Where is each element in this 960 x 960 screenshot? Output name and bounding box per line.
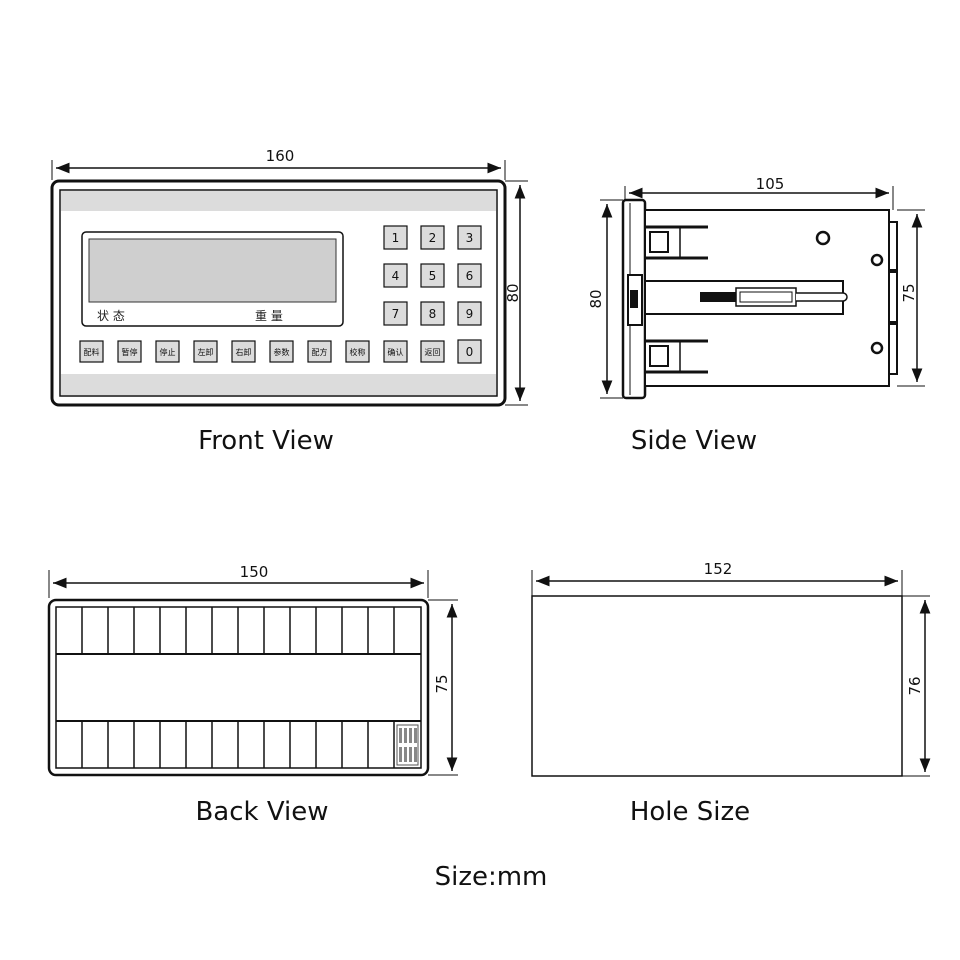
key-6[interactable] (457, 263, 482, 288)
lcd-label-status: 状 态 (97, 309, 125, 323)
key-7[interactable] (383, 301, 408, 326)
side-height-label: 80 (587, 289, 605, 308)
function-key-parameters[interactable] (269, 340, 294, 363)
function-key-back-label: 返回 (425, 348, 441, 357)
key-3[interactable] (457, 225, 482, 250)
mount-hole-middle (870, 253, 884, 267)
back-view: 150 75 (47, 563, 458, 827)
function-key-batching[interactable] (79, 340, 104, 363)
front-width-label: 160 (266, 147, 295, 165)
key-9-label: 9 (466, 307, 474, 321)
key-4-label: 4 (392, 269, 400, 283)
front-height-label: 80 (504, 283, 522, 302)
mount-hole-bottom (870, 341, 884, 355)
back-height-label: 75 (433, 674, 451, 693)
key-8-label: 8 (429, 307, 437, 321)
function-key-recipe[interactable] (307, 340, 332, 363)
function-key-confirm-label: 确认 (388, 347, 404, 357)
dip-switch-block (396, 724, 419, 766)
function-key-confirm[interactable] (383, 340, 408, 363)
function-key-pause[interactable] (117, 340, 142, 363)
key-0-label: 0 (466, 345, 474, 359)
function-key-recipe-label: 配方 (312, 347, 328, 357)
function-key-pause-label: 暂停 (122, 347, 138, 357)
key-9[interactable] (457, 301, 482, 326)
key-8[interactable] (420, 301, 445, 326)
key-2[interactable] (420, 225, 445, 250)
screw-shaft (796, 292, 848, 302)
lcd-label-weight: 重 量 (255, 309, 283, 323)
function-key-batching-label: 配料 (84, 347, 100, 357)
key-5[interactable] (420, 263, 445, 288)
function-keys: 配料 暂停 停止 左卸 右卸 参数 配方 校称 确认 返回 (79, 340, 445, 363)
back-terminal-middle (888, 271, 898, 323)
panel-cutout (531, 595, 903, 777)
side-depth-label: 105 (756, 175, 785, 193)
function-key-stop-label: 停止 (160, 347, 176, 357)
function-key-stop[interactable] (155, 340, 180, 363)
bottom-clip (649, 345, 669, 367)
key-2-label: 2 (429, 231, 437, 245)
top-terminal-row (81, 607, 395, 654)
number-keypad: 1 2 3 4 5 6 7 8 9 0 (383, 225, 482, 364)
bottom-terminal-row (81, 721, 395, 768)
hole-height-label: 76 (906, 676, 924, 695)
key-7-label: 7 (392, 307, 400, 321)
mount-hole-top (815, 230, 831, 246)
function-key-right-unload-label: 右卸 (236, 347, 252, 357)
screw-thread (700, 292, 738, 302)
key-6-label: 6 (466, 269, 474, 283)
function-key-calibrate-label: 校称 (350, 347, 366, 357)
top-stripe (61, 191, 496, 211)
key-3-label: 3 (466, 231, 474, 245)
bottom-stripe (61, 374, 496, 395)
function-key-calibrate[interactable] (345, 340, 370, 363)
hole-size-view: 152 76 Hole Size (531, 560, 931, 827)
side-body-height-label: 75 (900, 283, 918, 302)
hole-size-caption: Hole Size (630, 797, 750, 827)
key-5-label: 5 (429, 269, 437, 283)
back-terminal-bottom (888, 323, 898, 375)
top-clip (649, 231, 669, 253)
front-view-caption: Front View (198, 426, 334, 456)
front-view: 160 80 状 态 重 量 1 2 3 4 5 6 (50, 147, 528, 456)
back-view-caption: Back View (195, 797, 328, 827)
function-key-left-unload-label: 左卸 (198, 347, 214, 357)
screw-sleeve-inner (739, 291, 793, 303)
function-key-right-unload[interactable] (231, 340, 256, 363)
back-terminal-top (888, 221, 898, 271)
side-view-caption: Side View (631, 426, 757, 456)
hole-width-label: 152 (704, 560, 733, 578)
units-note: Size:mm (435, 862, 548, 892)
function-key-left-unload[interactable] (193, 340, 218, 363)
function-key-parameters-label: 参数 (274, 347, 290, 357)
key-0[interactable] (457, 339, 482, 364)
key-4[interactable] (383, 263, 408, 288)
function-key-back[interactable] (420, 340, 445, 363)
key-1[interactable] (383, 225, 408, 250)
back-width-label: 150 (240, 563, 269, 581)
side-latch-inner (630, 290, 638, 308)
side-view: 105 80 75 (587, 175, 925, 456)
lcd-screen (88, 238, 337, 303)
key-1-label: 1 (392, 231, 400, 245)
